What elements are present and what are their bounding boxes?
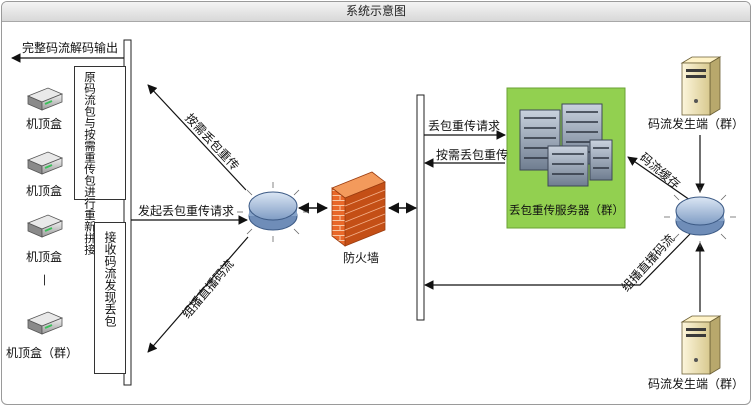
stb-icon	[26, 214, 64, 238]
loss-request-label: 丢包重传请求	[428, 119, 501, 133]
multicast-arrow-left	[147, 236, 249, 353]
left-bus	[123, 39, 132, 386]
router-icon	[664, 187, 736, 247]
server-cluster-label: 丢包重传服务器（群）	[509, 203, 624, 217]
stb-label: 机顶盒	[26, 117, 63, 131]
stb-ellipsis: —	[38, 274, 52, 286]
reorder-label: 原码流包与按需重传包进行重新拼接	[83, 71, 97, 255]
ondemand-retrans-label-right: 按需丢包重传	[436, 148, 509, 162]
multicast-arrow-right	[424, 231, 693, 290]
reorder-box: 原码流包与按需重传包进行重新拼接	[74, 66, 126, 255]
server-pc-icon	[680, 315, 722, 375]
stb-icon	[26, 311, 64, 335]
server-pc-icon	[680, 56, 722, 116]
right-bus	[416, 94, 425, 321]
server-rack-icon	[519, 103, 613, 187]
stb-label: 机顶盒	[26, 250, 63, 264]
firewall-label: 防火墙	[343, 251, 380, 265]
window-title: 系统示意图	[2, 2, 750, 22]
retrans-arrow-left	[147, 84, 247, 191]
firewall-icon	[331, 171, 386, 247]
cache-arrow	[627, 156, 691, 201]
initiate-request-label: 发起丢包重传请求	[138, 204, 235, 218]
stb-icon	[26, 87, 64, 111]
stb-icon	[26, 151, 64, 175]
stb-group-label: 机顶盒（群）	[6, 346, 79, 360]
receive-box: 接收码流发现丢包	[94, 222, 126, 374]
source-label-top: 码流发生端（群）	[648, 117, 745, 131]
stb-label: 机顶盒	[26, 184, 63, 198]
receive-label: 接收码流发现丢包	[103, 231, 117, 327]
source-label-bottom: 码流发生端（群）	[648, 377, 745, 391]
complete-output-label: 完整码流解码输出	[22, 41, 119, 55]
router-icon	[237, 182, 309, 242]
